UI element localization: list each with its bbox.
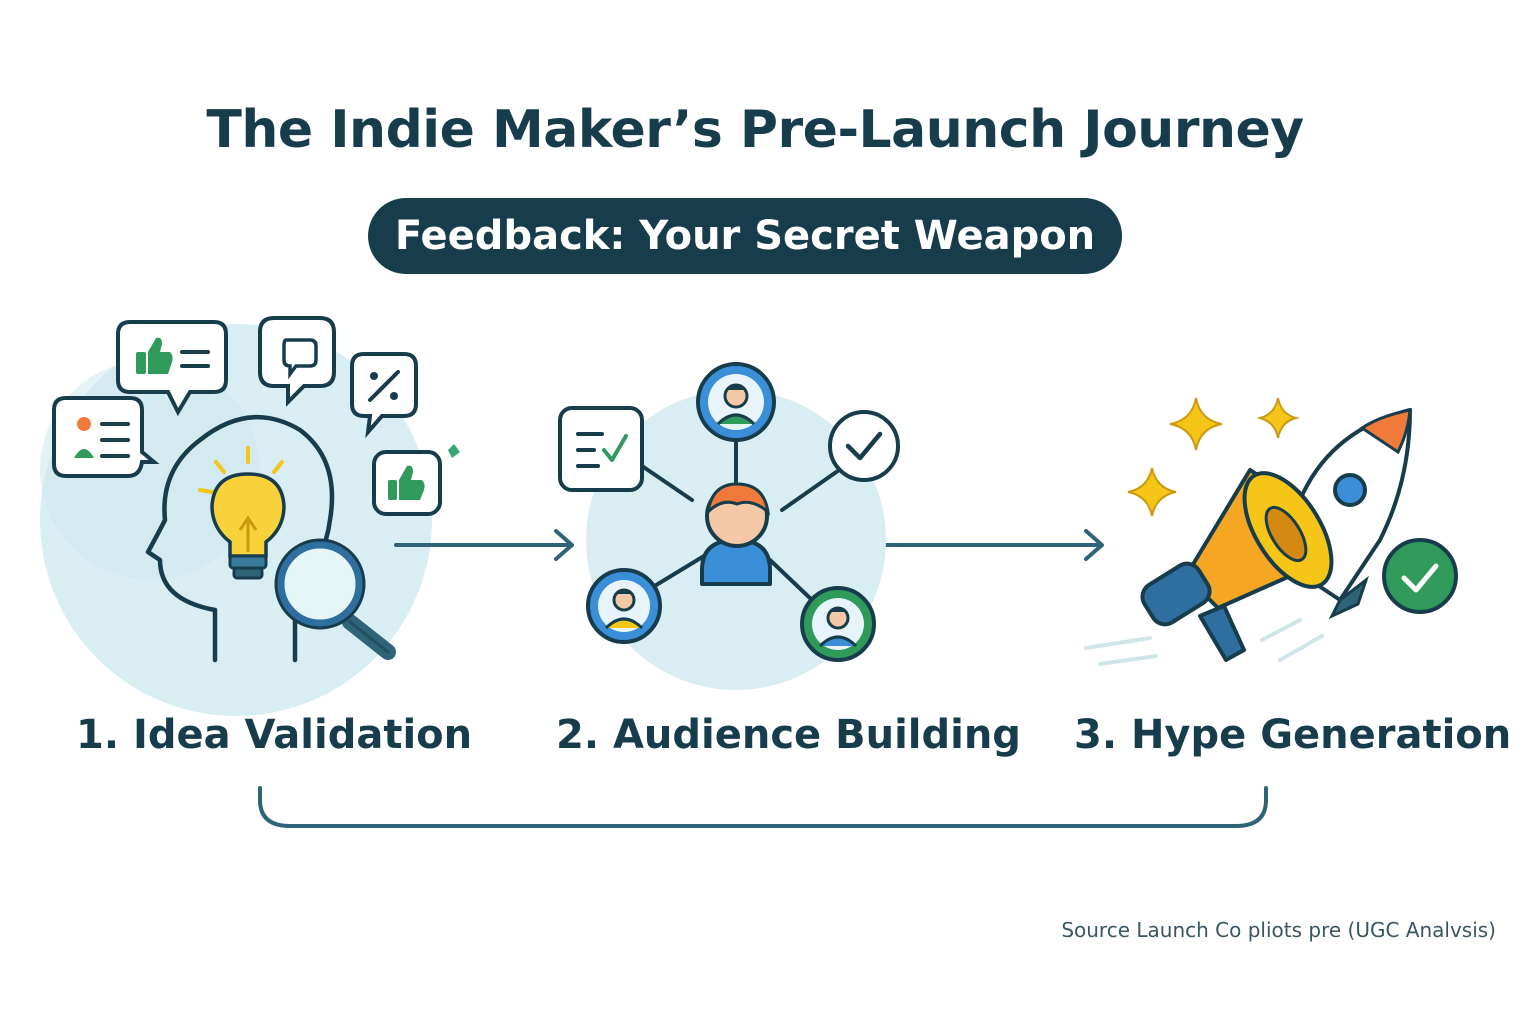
sparkle-icons [1127,397,1300,517]
lightbulb-icon [198,446,286,580]
audience-building-illustration [558,362,900,690]
idea-validation-illustration [40,316,460,716]
magnifier-icon [274,538,396,660]
green-check-icon [1382,538,1458,614]
user-avatar-center-icon [700,482,772,586]
percent-bubble-icon [350,352,418,439]
thumbs-up-list-bubble-icon [116,320,228,417]
check-circle-icon [828,410,900,482]
chat-bubble-icon [258,316,336,407]
user-avatar-left-icon [586,568,662,644]
subtitle-text: Feedback: Your Secret Weapon [394,213,1096,259]
head-profile-icon [145,414,335,663]
thumbs-up-bubble-icon [372,450,442,516]
checklist-card-icon [558,406,644,492]
step-label-idea-validation: 1. Idea Validation [76,712,473,758]
user-list-bubble-icon [52,396,160,478]
source-note: Source Launch Co pliots pre (UGC Analvsi… [1061,918,1496,942]
step-label-audience-building: 2. Audience Building [556,712,1021,758]
motion-lines [1084,618,1324,666]
arrow-step1-to-step2 [394,529,574,561]
page-title: The Indie Maker’s Pre-Launch Journey [206,100,1304,160]
journey-bracket [258,786,1268,828]
hype-generation-illustration [1084,397,1458,666]
user-avatar-top-icon [696,362,776,442]
user-avatar-right-icon [800,586,876,662]
subtitle-pill: Feedback: Your Secret Weapon [368,198,1122,274]
step-label-hype-generation: 3. Hype Generation [1074,712,1512,758]
sparkle-mark [448,444,460,458]
megaphone-icon [1140,468,1334,662]
